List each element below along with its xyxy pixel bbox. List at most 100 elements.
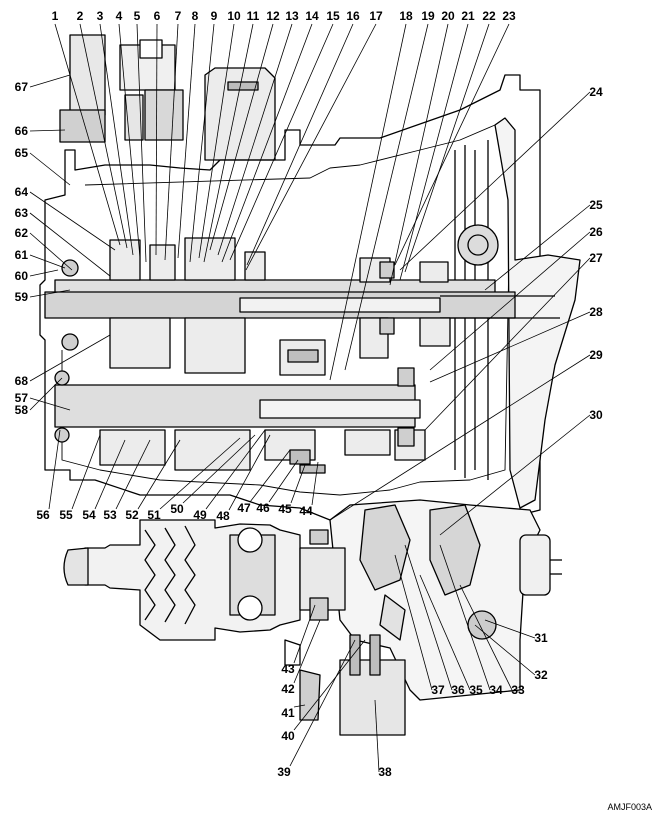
- leader-50: [182, 434, 256, 504]
- leader-56: [48, 429, 61, 510]
- leader-29: [329, 354, 591, 521]
- callout-30: 30: [589, 408, 603, 422]
- leader-31: [484, 619, 536, 639]
- leader-21: [399, 23, 469, 281]
- callout-55: 55: [59, 508, 73, 522]
- callout-67: 67: [15, 80, 29, 94]
- callout-3: 3: [97, 9, 104, 23]
- leader-8: [177, 23, 196, 259]
- lower-gears: [99, 429, 426, 471]
- callout-10: 10: [227, 9, 241, 23]
- leader-64: [29, 191, 116, 251]
- leader-68: [29, 334, 111, 382]
- leader-7: [164, 23, 179, 261]
- callout-23: 23: [502, 9, 516, 23]
- callout-18: 18: [399, 9, 413, 23]
- leader-35: [419, 574, 471, 691]
- leader-59: [29, 289, 71, 298]
- leader-54: [94, 439, 126, 510]
- leader-65: [29, 152, 71, 186]
- leader-41: [293, 704, 306, 708]
- leader-66: [29, 129, 66, 132]
- callout-31: 31: [534, 631, 548, 645]
- callout-27: 27: [589, 251, 603, 265]
- leader-9: [189, 23, 215, 263]
- leader-5: [136, 23, 147, 263]
- leader-37: [394, 554, 433, 691]
- callout-37: 37: [431, 683, 445, 697]
- leader-49: [205, 429, 266, 510]
- leader-12: [209, 23, 274, 251]
- leader-1: [54, 23, 121, 246]
- upper-shaft: [44, 279, 560, 319]
- callout-50: 50: [170, 502, 184, 516]
- leader-58: [29, 377, 63, 411]
- leader-2: [79, 23, 128, 249]
- callout-9: 9: [211, 9, 218, 23]
- leader-17: [245, 23, 377, 271]
- callout-28: 28: [589, 305, 603, 319]
- callout-32: 32: [534, 668, 548, 682]
- leader-53: [115, 439, 151, 510]
- callout-22: 22: [482, 9, 496, 23]
- leader-25: [484, 204, 591, 291]
- leader-15: [229, 23, 334, 261]
- leader-24: [399, 91, 591, 271]
- callout-61: 61: [15, 248, 29, 262]
- callout-8: 8: [192, 9, 199, 23]
- leader-19: [344, 23, 429, 371]
- bearings: [54, 259, 415, 447]
- leader-33: [459, 584, 513, 691]
- line-art: [39, 34, 581, 736]
- callout-53: 53: [103, 508, 117, 522]
- leader-lines: [29, 23, 591, 773]
- callout-66: 66: [15, 124, 29, 138]
- right-output: [519, 534, 562, 596]
- callout-29: 29: [589, 348, 603, 362]
- callout-51: 51: [147, 508, 161, 522]
- leader-36: [404, 544, 453, 691]
- leader-22: [404, 23, 490, 273]
- leader-51: [159, 437, 241, 510]
- leader-55: [71, 434, 101, 510]
- callout-36: 36: [451, 683, 465, 697]
- leader-26: [429, 231, 591, 371]
- callout-20: 20: [441, 9, 455, 23]
- callout-40: 40: [281, 729, 295, 743]
- callout-45: 45: [278, 502, 292, 516]
- callout-41: 41: [281, 706, 295, 720]
- callout-54: 54: [82, 508, 96, 522]
- callout-24: 24: [589, 85, 603, 99]
- callout-5: 5: [134, 9, 141, 23]
- callout-15: 15: [326, 9, 340, 23]
- callout-7: 7: [175, 9, 182, 23]
- callout-44: 44: [299, 504, 313, 518]
- callout-64: 64: [15, 185, 29, 199]
- callout-6: 6: [154, 9, 161, 23]
- shift-parts: [287, 349, 326, 474]
- callout-43: 43: [281, 662, 295, 676]
- leader-13: [217, 23, 293, 256]
- leader-61: [29, 254, 66, 269]
- leader-23: [394, 23, 510, 266]
- callout-59: 59: [15, 290, 29, 304]
- leader-14: [221, 23, 313, 263]
- callout-49: 49: [193, 508, 207, 522]
- leader-11: [203, 23, 254, 263]
- leader-27: [424, 257, 591, 431]
- callout-60: 60: [15, 269, 29, 283]
- leader-60: [29, 269, 59, 277]
- left-drive-axle: [63, 519, 346, 641]
- leader-57: [29, 397, 71, 411]
- differential: [284, 499, 541, 736]
- lower-shaft: [54, 384, 421, 428]
- callout-39: 39: [277, 765, 291, 779]
- callout-1: 1: [52, 9, 59, 23]
- callout-13: 13: [285, 9, 299, 23]
- leader-16: [246, 23, 354, 266]
- pump-gear: [457, 224, 499, 266]
- callout-42: 42: [281, 682, 295, 696]
- callout-46: 46: [256, 501, 270, 515]
- callout-58: 58: [15, 403, 29, 417]
